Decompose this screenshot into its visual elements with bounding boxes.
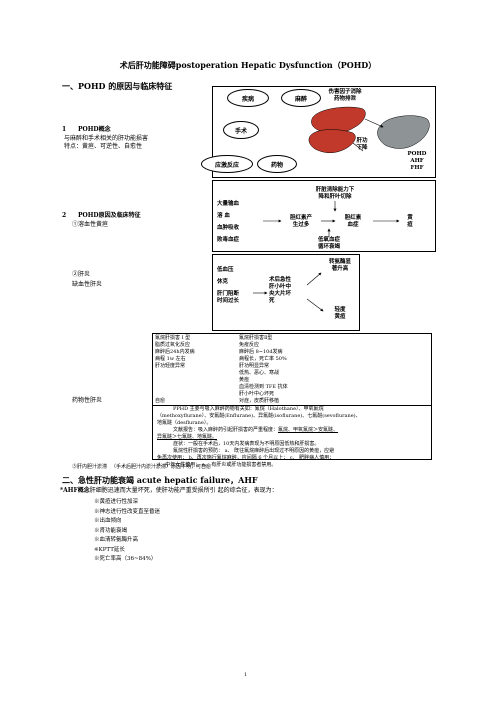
jaundice-label: 黄疸 xyxy=(407,215,413,228)
point-2-number: 2 xyxy=(62,212,67,219)
point-1-line1: 与麻醉和手术相关的肝功能损害 xyxy=(64,135,149,142)
lobular-necrosis-label: 术后急性肝小叶中央大片坏死 xyxy=(269,277,292,304)
liver-down-label: 肝功下降 xyxy=(356,138,368,151)
list-item: ※出血倾向 xyxy=(94,518,122,524)
ahf-intro: *AHF概念肝细胞迅速而大量坏死，使肝功能严重受损所引 起的综合征，表现为： xyxy=(60,487,278,494)
section-2-heading: 二、急性肝功能衰竭 acute hepatic failure，AHF xyxy=(62,475,258,485)
transaminase-label: 转氨酶显著升高 xyxy=(328,259,351,272)
diagram1-shapes xyxy=(308,106,430,153)
liver-red-middle xyxy=(308,129,356,153)
list-item: ※血清转氨酶升高 xyxy=(94,537,139,543)
point-2-title: POHD原因及临床特征 xyxy=(78,212,141,219)
list-item: ※肾功能衰竭 xyxy=(94,527,128,534)
bilirubin-overproduction-label: 胆红素产生过多 xyxy=(289,215,312,228)
type-1-column: 氟烷肝损害 I 型脂质过氧化反应麻醉后24h内发病病程 1w 左右肝功轻度异常 … xyxy=(155,335,195,404)
ischemic-hepatitis-label: 缺血性肝炎 xyxy=(72,281,103,288)
drug-hepatitis-label: 药物性肝炎 xyxy=(72,397,103,404)
halothane-comparison-box: 氟烷肝损害 I 型脂质过氧化反应麻醉后24h内发病病程 1w 左右肝功轻度异常 … xyxy=(152,333,432,468)
cholestasis-label: ③肝内胆汁淤滞（手术后胆汁内淤汁淤滞）原因不明，可自愈 xyxy=(72,464,212,470)
cause-list: 大量输血溶 血血肿吸收败毒血症 xyxy=(217,201,240,243)
list-item: ※神志进行性改变直至昏迷 xyxy=(94,508,161,515)
hemolytic-jaundice-label: ①溶血性黄疸 xyxy=(72,221,109,228)
diagram3-arrows xyxy=(253,272,324,312)
stress-reaction-oval: 应激反应 xyxy=(201,155,253,173)
ahf-symptom-list: ※黄疸进行性加深 ※神志进行性改变直至昏迷 ※出血倾向 ※肾功能衰竭 ※血清转氨… xyxy=(94,498,160,565)
pphd-paragraph: PPHD 主要与吸入麻醉药物有关如：氟烷（Halothane）、甲氧氟烷 （me… xyxy=(157,406,361,468)
drug-oval: 药物 xyxy=(257,155,297,173)
liver-gray xyxy=(377,115,430,149)
hypoxemia-label: 低氧血症循环衰竭 xyxy=(317,237,340,250)
ischemia-causes: 低血压休克肝门阻断时间过长 xyxy=(217,267,240,304)
hemolytic-jaundice-diagram: 大量输血溶 血血肿吸收败毒血症 肝脏清除能力下降和肝叶切除 胆红素产生过多 胆红… xyxy=(212,180,436,252)
disease-oval: 疾病 xyxy=(227,89,269,107)
page-number: 1 xyxy=(244,672,248,678)
ischemic-hepatitis-diagram: 低血压休克肝门阻断时间过长 术后急性肝小叶中央大片坏死 转氨酶显著升高 轻度黄疸 xyxy=(212,254,360,331)
anesthesia-oval: 麻醉 xyxy=(281,89,321,107)
type-2-column: 氟烷肝损害Ⅱ型免疫反应麻醉后 8~10d发病病程长，死亡率 50%肝功明显异常低… xyxy=(239,335,288,404)
section-1-heading: 一、POHD 的原因与临床特征 xyxy=(62,81,173,91)
diagram2-arrows xyxy=(263,201,400,237)
hepatitis-label: ②肝炎 xyxy=(72,271,91,278)
clearance-label: 肝脏清除能力下降和肝叶切除 xyxy=(315,187,355,200)
page-title: 术后肝功能障碍postoperation Hepatic Dysfunction… xyxy=(119,60,377,70)
point-1-title: POHD概念 xyxy=(78,126,111,133)
table-divider xyxy=(153,405,431,406)
point-1-number: 1 xyxy=(62,126,67,133)
surgery-oval: 手术 xyxy=(223,121,259,139)
bilirubinemia-label: 胆红素血症 xyxy=(344,215,362,228)
mild-jaundice-label: 轻度黄疸 xyxy=(334,307,346,320)
list-item: ※黄疸进行性加深 xyxy=(94,499,139,505)
point-1-line2: 特点：黄疸、可逆性、自愈性 xyxy=(64,143,143,150)
list-item: ※死亡率高（36~84%） xyxy=(94,556,157,562)
damage-factor-label: 伤害因子消除药物排泄 xyxy=(328,89,362,102)
list-item: ※KPTT延长 xyxy=(94,546,125,553)
liver-red-top xyxy=(311,106,366,133)
